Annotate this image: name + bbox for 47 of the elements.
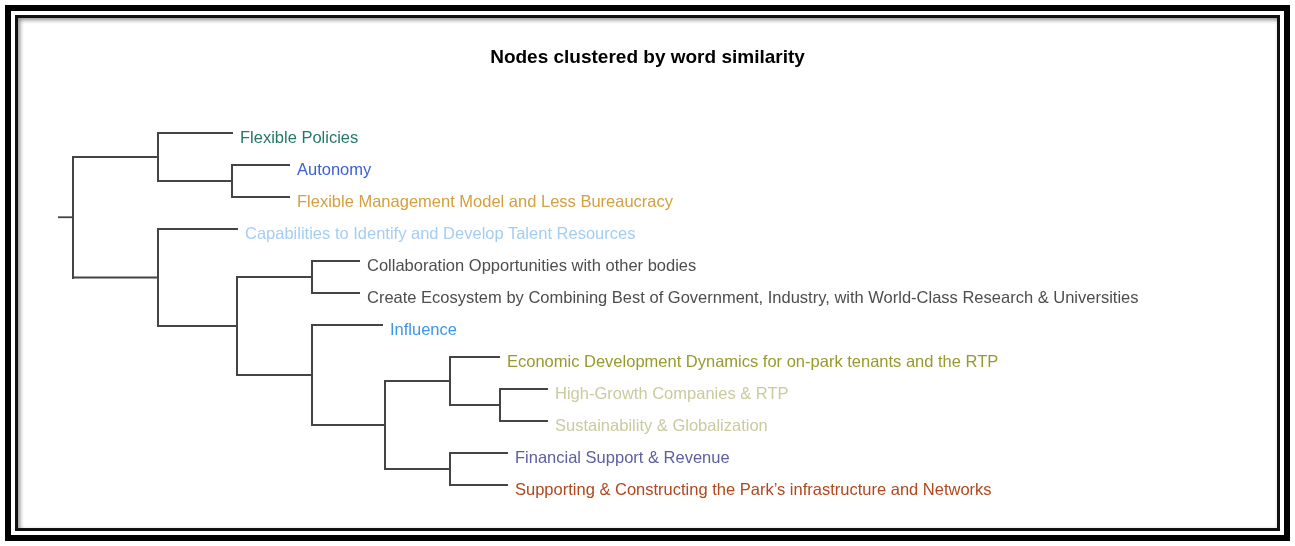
branch-line: [384, 380, 386, 470]
branch-connector: [312, 260, 361, 262]
leaf-label: Collaboration Opportunities with other bodies: [360, 255, 697, 275]
branch-connector: [500, 420, 549, 422]
branch-line: [311, 324, 313, 426]
branch-line: [231, 164, 233, 198]
branch-line: [449, 356, 451, 406]
branch-line: [157, 132, 159, 182]
branch-line: [157, 228, 159, 327]
branch-connector: [312, 292, 361, 294]
leaf-label: Financial Support & Revenue: [508, 447, 730, 467]
branch-connector: [450, 356, 501, 358]
branch-line: [449, 452, 451, 486]
chart-title: Nodes clustered by word similarity: [489, 46, 806, 68]
branch-connector: [450, 484, 509, 486]
branch-connector: [500, 388, 549, 390]
leaf-label: Create Ecosystem by Combining Best of Government, Industry, with World-Class Research & Universities: [360, 287, 1139, 307]
leaf-label: Autonomy: [290, 159, 372, 179]
branch-line: [72, 156, 74, 279]
leaf-label: Supporting & Constructing the Park’s infrastructure and Networks: [508, 479, 992, 499]
leaf-label: Capabilities to Identify and Develop Talent Resources: [238, 223, 636, 243]
branch-line: [236, 276, 238, 376]
branch-connector: [312, 324, 384, 326]
branch-connector: [385, 468, 450, 470]
branch-connector: [232, 196, 291, 198]
leaf-label: Flexible Policies: [233, 127, 359, 147]
branch-connector: [450, 452, 509, 454]
branch-connector: [237, 276, 312, 278]
branch-line: [311, 260, 313, 294]
leaf-label: Influence: [383, 319, 457, 339]
leaf-label: Economic Development Dynamics for on-park tenants and the RTP: [500, 351, 999, 371]
branch-connector: [385, 380, 450, 382]
leaf-label: Flexible Management Model and Less Bureaucracy: [290, 191, 674, 211]
branch-connector: [232, 164, 291, 166]
branch-connector: [237, 374, 312, 376]
branch-connector: [73, 276, 158, 279]
branch-connector: [158, 180, 232, 182]
branch-connector: [158, 132, 234, 134]
branch-line: [499, 388, 501, 422]
branch-connector: [73, 156, 158, 158]
leaf-label: High-Growth Companies & RTP: [548, 383, 789, 403]
branch-connector: [312, 424, 385, 426]
branch-connector: [158, 228, 239, 230]
branch-connector: [450, 404, 500, 406]
branch-connector: [158, 325, 237, 327]
branch-connector: [57, 216, 73, 219]
leaf-label: Sustainability & Globalization: [548, 415, 768, 435]
